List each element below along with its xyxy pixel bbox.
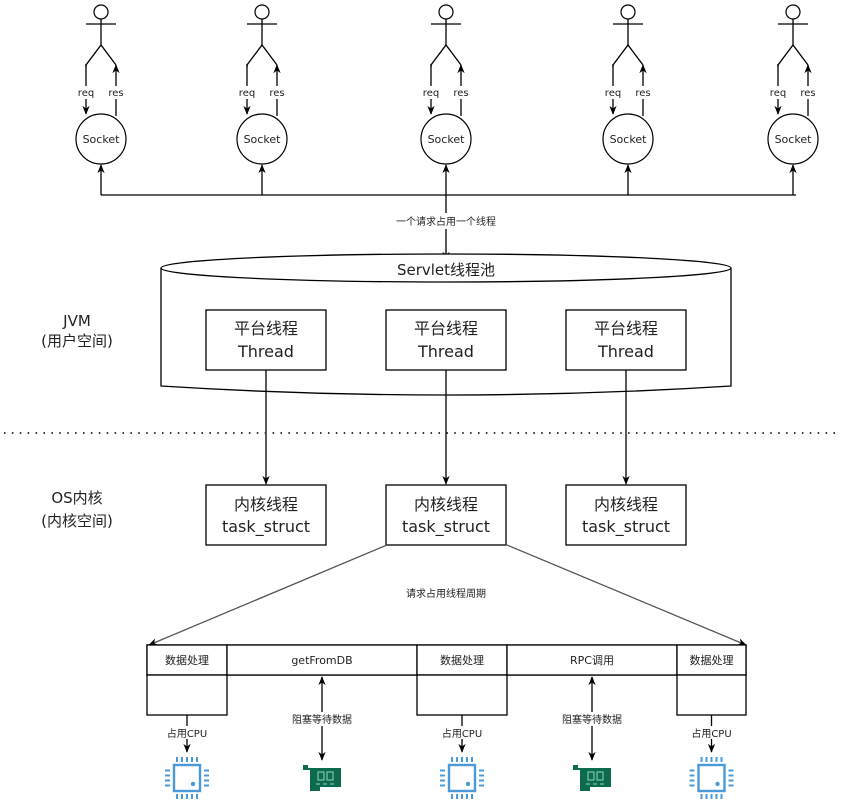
cpu-icon bbox=[689, 757, 734, 799]
user-actor-icon bbox=[246, 4, 278, 67]
thread-pool-title: Servlet线程池 bbox=[397, 261, 495, 279]
socket-node bbox=[767, 113, 819, 165]
platform-thread-box: 平台线程 Thread bbox=[565, 309, 687, 371]
req-label: req bbox=[239, 88, 255, 99]
req-label: req bbox=[423, 88, 439, 99]
socket-node bbox=[420, 113, 472, 165]
socket-label: Socket bbox=[610, 133, 648, 146]
thread-type: Thread bbox=[597, 342, 654, 361]
kernel-thread-box: 内核线程 task_struct bbox=[385, 484, 507, 546]
request-timeline: 数据处理占用CPUgetFromDB阻塞等待数据数据处理占用CPURPC调用阻塞… bbox=[146, 644, 747, 799]
socket-bus: 一个请求占用一个线程 bbox=[101, 194, 796, 261]
kernel-thread-type: task_struct bbox=[582, 517, 670, 537]
socket-node bbox=[75, 113, 127, 165]
kernel-threads: 内核线程 task_struct 内核线程 task_struct 内核线程 task_s… bbox=[205, 484, 687, 546]
network-card-icon bbox=[303, 765, 341, 791]
os-label: OS内核 bbox=[51, 489, 102, 507]
platform-thread-box: 平台线程 Thread bbox=[205, 309, 327, 371]
req-label: req bbox=[770, 88, 786, 99]
user-actor-icon bbox=[85, 4, 117, 67]
user-actor-icon bbox=[777, 4, 809, 67]
network-card-icon bbox=[573, 765, 611, 791]
user-actor-icon bbox=[612, 4, 644, 67]
socket-label: Socket bbox=[244, 133, 282, 146]
socket-node bbox=[602, 113, 654, 165]
edge-label: 占用CPU bbox=[442, 727, 482, 740]
jvm-sublabel: (用户空间) bbox=[41, 332, 113, 350]
kernel-thread-title: 内核线程 bbox=[234, 495, 298, 514]
socket-node bbox=[236, 113, 288, 165]
segment-label: getFromDB bbox=[291, 654, 352, 667]
edge-label: 占用CPU bbox=[691, 727, 731, 740]
segment-label: 数据处理 bbox=[440, 653, 484, 667]
platform-threads: 平台线程 Thread 平台线程 Thread 平台线程 Thread bbox=[205, 309, 687, 485]
jvm-label: JVM bbox=[62, 312, 91, 330]
kernel-thread-title: 内核线程 bbox=[594, 495, 658, 514]
platform-thread-box: 平台线程 Thread bbox=[385, 309, 507, 371]
kernel-thread-box: 内核线程 task_struct bbox=[205, 484, 327, 546]
segment-label: 数据处理 bbox=[165, 653, 209, 667]
thread-title: 平台线程 bbox=[234, 319, 298, 338]
kernel-thread-title: 内核线程 bbox=[414, 495, 478, 514]
req-label: req bbox=[605, 88, 621, 99]
req-label: req bbox=[78, 88, 94, 99]
lifecycle-fan: 请求占用线程周期 bbox=[148, 544, 747, 646]
kernel-thread-box: 内核线程 task_struct bbox=[565, 484, 687, 546]
cpu-icon bbox=[440, 757, 484, 799]
kernel-thread-type: task_struct bbox=[222, 517, 310, 537]
edge-label: 占用CPU bbox=[167, 727, 207, 740]
socket-label: Socket bbox=[83, 133, 121, 146]
thread-title: 平台线程 bbox=[414, 319, 478, 338]
lifecycle-label: 请求占用线程周期 bbox=[406, 587, 486, 600]
thread-type: Thread bbox=[417, 342, 474, 361]
thread-title: 平台线程 bbox=[594, 319, 658, 338]
edge-label: 阻塞等待数据 bbox=[562, 713, 622, 726]
segment-label: RPC调用 bbox=[570, 654, 614, 667]
socket-label: Socket bbox=[428, 133, 466, 146]
res-label: res bbox=[453, 88, 468, 99]
os-sublabel: (内核空间) bbox=[41, 512, 113, 530]
bus-label: 一个请求占用一个线程 bbox=[396, 215, 496, 228]
kernel-thread-type: task_struct bbox=[402, 517, 490, 537]
user-actor-icon bbox=[430, 4, 462, 67]
socket-label: Socket bbox=[775, 133, 813, 146]
res-label: res bbox=[269, 88, 284, 99]
segment-label: 数据处理 bbox=[690, 653, 734, 667]
cpu-icon bbox=[165, 757, 209, 799]
thread-type: Thread bbox=[237, 342, 294, 361]
res-label: res bbox=[635, 88, 650, 99]
res-label: res bbox=[800, 88, 815, 99]
timeline-segment: getFromDB 阻塞等待数据 bbox=[226, 644, 418, 791]
res-label: res bbox=[108, 88, 123, 99]
edge-label: 阻塞等待数据 bbox=[292, 713, 352, 726]
